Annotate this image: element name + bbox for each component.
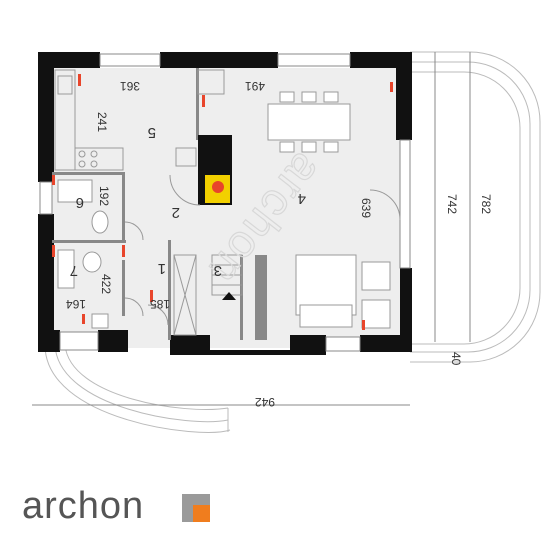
dim-782: 782 xyxy=(479,194,493,214)
room-label-6: 6 xyxy=(76,194,84,211)
windows xyxy=(39,53,411,352)
accent-markers xyxy=(52,74,393,330)
dim-422: 422 xyxy=(99,274,113,294)
bathrooms xyxy=(57,179,109,329)
dim-942: 942 xyxy=(255,395,275,409)
dim-639: 639 xyxy=(359,198,373,218)
dim-491: 491 xyxy=(245,79,265,93)
room-label-1: 1 xyxy=(158,260,166,277)
dim-164: 164 xyxy=(66,297,86,311)
dim-40: 40 xyxy=(449,352,463,366)
dim-241: 241 xyxy=(95,112,109,132)
room-label-5: 5 xyxy=(148,124,156,141)
stairs xyxy=(173,254,243,336)
fireplace xyxy=(198,135,232,205)
dim-185: 185 xyxy=(150,297,170,311)
terrace-right xyxy=(410,51,541,363)
doors xyxy=(124,174,401,326)
living-furniture xyxy=(295,254,391,329)
dimension-labels: 361 491 241 639 192 422 164 185 942 742 … xyxy=(66,79,493,409)
dimension-lines xyxy=(32,52,471,406)
kitchen xyxy=(54,69,225,171)
dim-742: 742 xyxy=(445,194,459,214)
room-label-4: 4 xyxy=(298,190,306,207)
archon-logo-icon xyxy=(182,494,210,522)
room-label-3: 3 xyxy=(214,262,222,279)
dim-192: 192 xyxy=(97,186,111,206)
room-numbers: 5 4 6 2 1 3 7 xyxy=(70,124,306,279)
logo-wordmark: archon xyxy=(22,485,145,527)
terrace-bottom xyxy=(44,344,231,433)
outer-walls xyxy=(38,52,412,355)
inner-walls xyxy=(52,68,267,340)
dim-361: 361 xyxy=(120,79,140,93)
room-label-7: 7 xyxy=(70,262,78,279)
dining-table xyxy=(267,91,351,153)
room-label-2: 2 xyxy=(172,204,180,221)
